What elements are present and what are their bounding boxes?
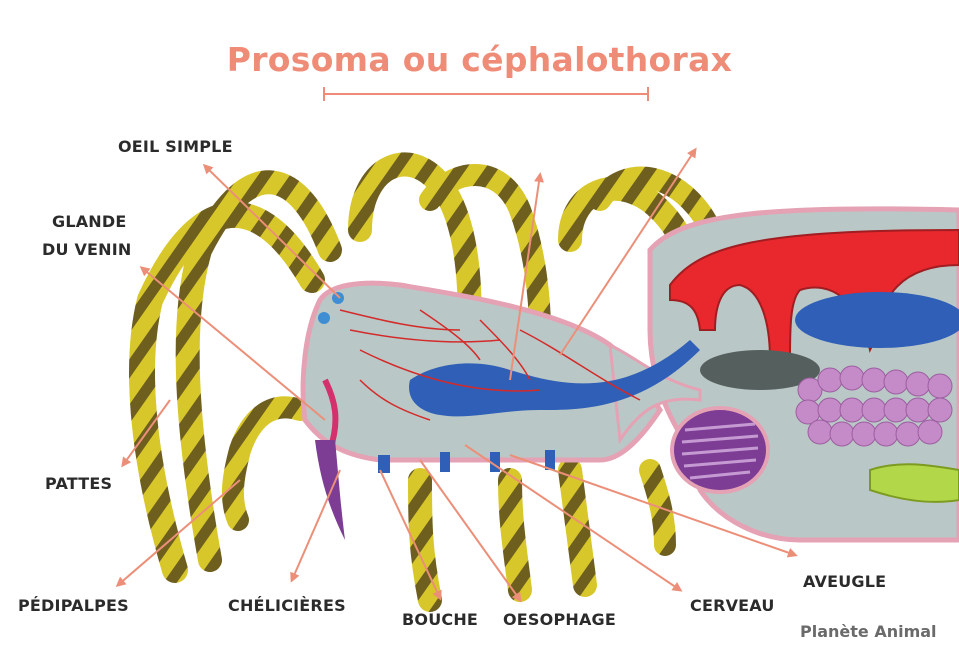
label-bouche: BOUCHE xyxy=(402,610,478,629)
lower-leg-3 xyxy=(570,470,585,585)
arrow-cheliceres xyxy=(292,470,340,580)
label-oeil-simple: OEIL SIMPLE xyxy=(118,137,233,156)
lower-leg-1 xyxy=(420,480,430,600)
arrow-glande-venin xyxy=(142,268,325,420)
digestive-organ xyxy=(795,292,959,348)
lower-leg-2 xyxy=(510,480,520,590)
book-lung xyxy=(672,408,768,492)
label-glande-line1: GLANDE xyxy=(52,212,127,231)
brand-logo: Planète Animal xyxy=(800,622,937,641)
label-pedipalpes: PÉDIPALPES xyxy=(18,596,129,615)
label-cheliceres: CHÉLICIÈRES xyxy=(228,596,346,615)
simple-eye-1 xyxy=(332,292,344,304)
label-aveugle: AVEUGLE xyxy=(803,572,886,591)
label-oesophage: OESOPHAGE xyxy=(503,610,616,629)
label-cerveau: CERVEAU xyxy=(690,596,775,615)
simple-eye-2 xyxy=(318,312,330,324)
pedipalp xyxy=(233,407,300,520)
label-pattes: PATTES xyxy=(45,474,112,493)
diagram-title: Prosoma ou céphalothorax xyxy=(0,40,959,79)
eggs xyxy=(796,366,952,446)
abdomen xyxy=(650,209,959,540)
title-bracket xyxy=(324,87,648,101)
chelicera-fang xyxy=(315,440,345,540)
label-glande-line2: DU VENIN xyxy=(42,240,132,259)
